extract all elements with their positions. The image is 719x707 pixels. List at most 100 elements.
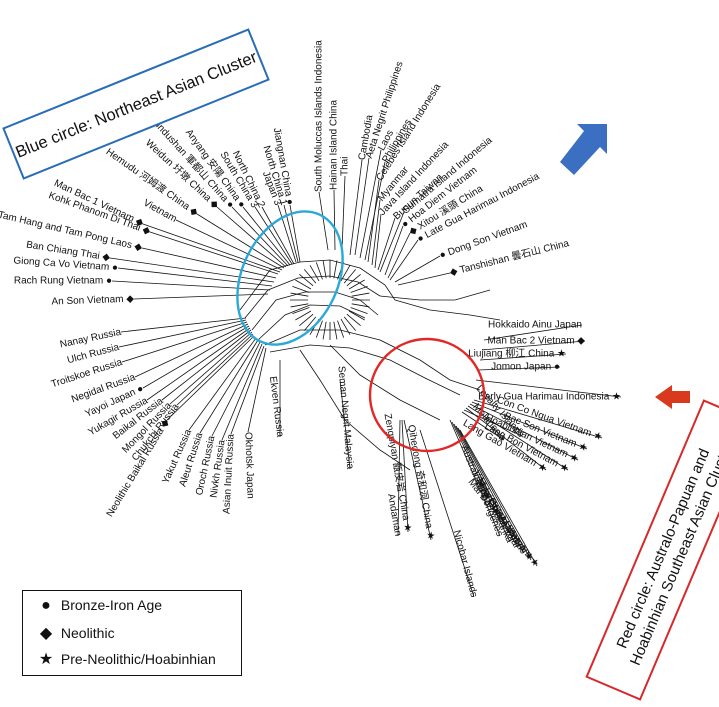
taxon-label: Seman Negrit Malaysia (335, 366, 355, 470)
branch-line (111, 280, 271, 291)
network-spoke (292, 285, 310, 293)
star-icon: ★ (38, 651, 54, 668)
branch-line (339, 379, 351, 470)
branch-line (254, 206, 293, 265)
network-spoke (303, 316, 317, 331)
branch-line (333, 189, 336, 251)
branch-line (397, 272, 451, 286)
branch-line (477, 366, 561, 371)
legend-label: Pre-Neolithic/Hoabinhian (60, 651, 216, 667)
network-spoke (303, 269, 317, 284)
network-spoke (315, 262, 323, 280)
network-spoke (309, 265, 320, 282)
network-split-line (251, 291, 379, 331)
network-spoke (340, 318, 351, 335)
branch-line (455, 425, 525, 554)
branch-line (142, 325, 250, 389)
branch-line (141, 247, 277, 279)
network-spoke (350, 307, 368, 315)
branch-line (169, 331, 253, 405)
network-spoke (346, 313, 361, 327)
branch-line (387, 232, 411, 279)
branch-line (109, 257, 275, 283)
network-spoke (295, 310, 312, 321)
branch-line (133, 293, 269, 300)
branch-line (374, 213, 382, 269)
branch-line (459, 429, 538, 567)
taxon-label: Man Bac 2 Vietnam ◆ (487, 336, 585, 347)
branch-line (134, 323, 249, 378)
network-spoke (343, 316, 357, 331)
network-split-line (394, 299, 501, 321)
branch-line (481, 340, 586, 351)
blue-cluster-circle (236, 210, 344, 346)
network-spoke (351, 303, 370, 308)
branch-line (176, 333, 254, 406)
taxon-label: Thai (340, 157, 351, 176)
taxon-label: Liujiang 柳江 China ★ (468, 347, 566, 360)
network-spoke (350, 285, 368, 293)
branch-line (359, 149, 382, 259)
branch-line (175, 219, 283, 271)
branch-line (475, 379, 622, 398)
taxon-label: Mai Da Nuoc Vietnam ★ (466, 477, 542, 570)
branch-line (118, 319, 247, 348)
branch-line (461, 411, 505, 441)
branch-line (467, 405, 569, 471)
branch-line (473, 399, 603, 439)
network-split-line (264, 329, 481, 391)
branch-line (397, 419, 401, 537)
network-spoke (299, 313, 314, 327)
network-spoke (290, 292, 309, 297)
network-split-line (269, 344, 461, 396)
branch-line (371, 199, 381, 266)
branch-line (401, 419, 409, 533)
branch-line (483, 324, 583, 341)
branch-line (117, 267, 273, 287)
branch-line (341, 175, 346, 251)
branch-line (188, 337, 257, 431)
branch-line (211, 341, 261, 437)
branch-line (384, 225, 404, 276)
branch-line (149, 231, 279, 275)
taxon-label: Hainan Island China (329, 100, 340, 190)
circle-icon: ● (41, 597, 51, 614)
branch-line (196, 213, 285, 269)
branch-line (403, 419, 432, 541)
branch-line (449, 419, 501, 537)
branch-line (121, 321, 248, 363)
network-spoke (351, 292, 370, 297)
branch-line (349, 159, 363, 256)
network-spoke (333, 321, 338, 340)
legend-item-bronze-iron: ● Bronze-Iron Age (35, 597, 162, 615)
branch-line (469, 403, 579, 461)
network-split-line (244, 275, 381, 319)
branch-line (199, 339, 259, 434)
branch-line (379, 211, 405, 273)
network-spoke (333, 260, 338, 279)
branch-line (247, 347, 267, 433)
branch-line (277, 204, 297, 263)
red-cluster-box: Red circle: Australo-Papuan and Hoabinhi… (585, 399, 719, 701)
branch-line (471, 401, 588, 450)
legend-label: Neolithic (60, 625, 115, 641)
taxon-label: Okhotsk Japan (242, 432, 255, 499)
branch-line (451, 421, 511, 543)
branch-line (261, 206, 295, 265)
blue-arrow-icon (560, 124, 607, 175)
branch-line (142, 223, 281, 273)
network-spoke (348, 279, 365, 290)
branch-line (377, 217, 396, 271)
network-spoke (292, 307, 310, 315)
legend: ● Bronze-Iron Age ◆ Neolithic ★ Pre-Neol… (22, 590, 242, 676)
branch-line (419, 429, 475, 598)
legend-label: Bronze-Iron Age (60, 597, 163, 613)
legend-item-pre-neolithic: ★ Pre-Neolithic/Hoabinhian (35, 649, 216, 669)
diamond-icon: ◆ (39, 625, 53, 642)
branch-line (453, 423, 518, 548)
branch-line (166, 335, 255, 421)
network-spoke (322, 260, 327, 279)
taxon-label: An Son Vietnam ◆ (51, 294, 134, 308)
legend-item-neolithic: ◆ Neolithic (35, 623, 115, 643)
